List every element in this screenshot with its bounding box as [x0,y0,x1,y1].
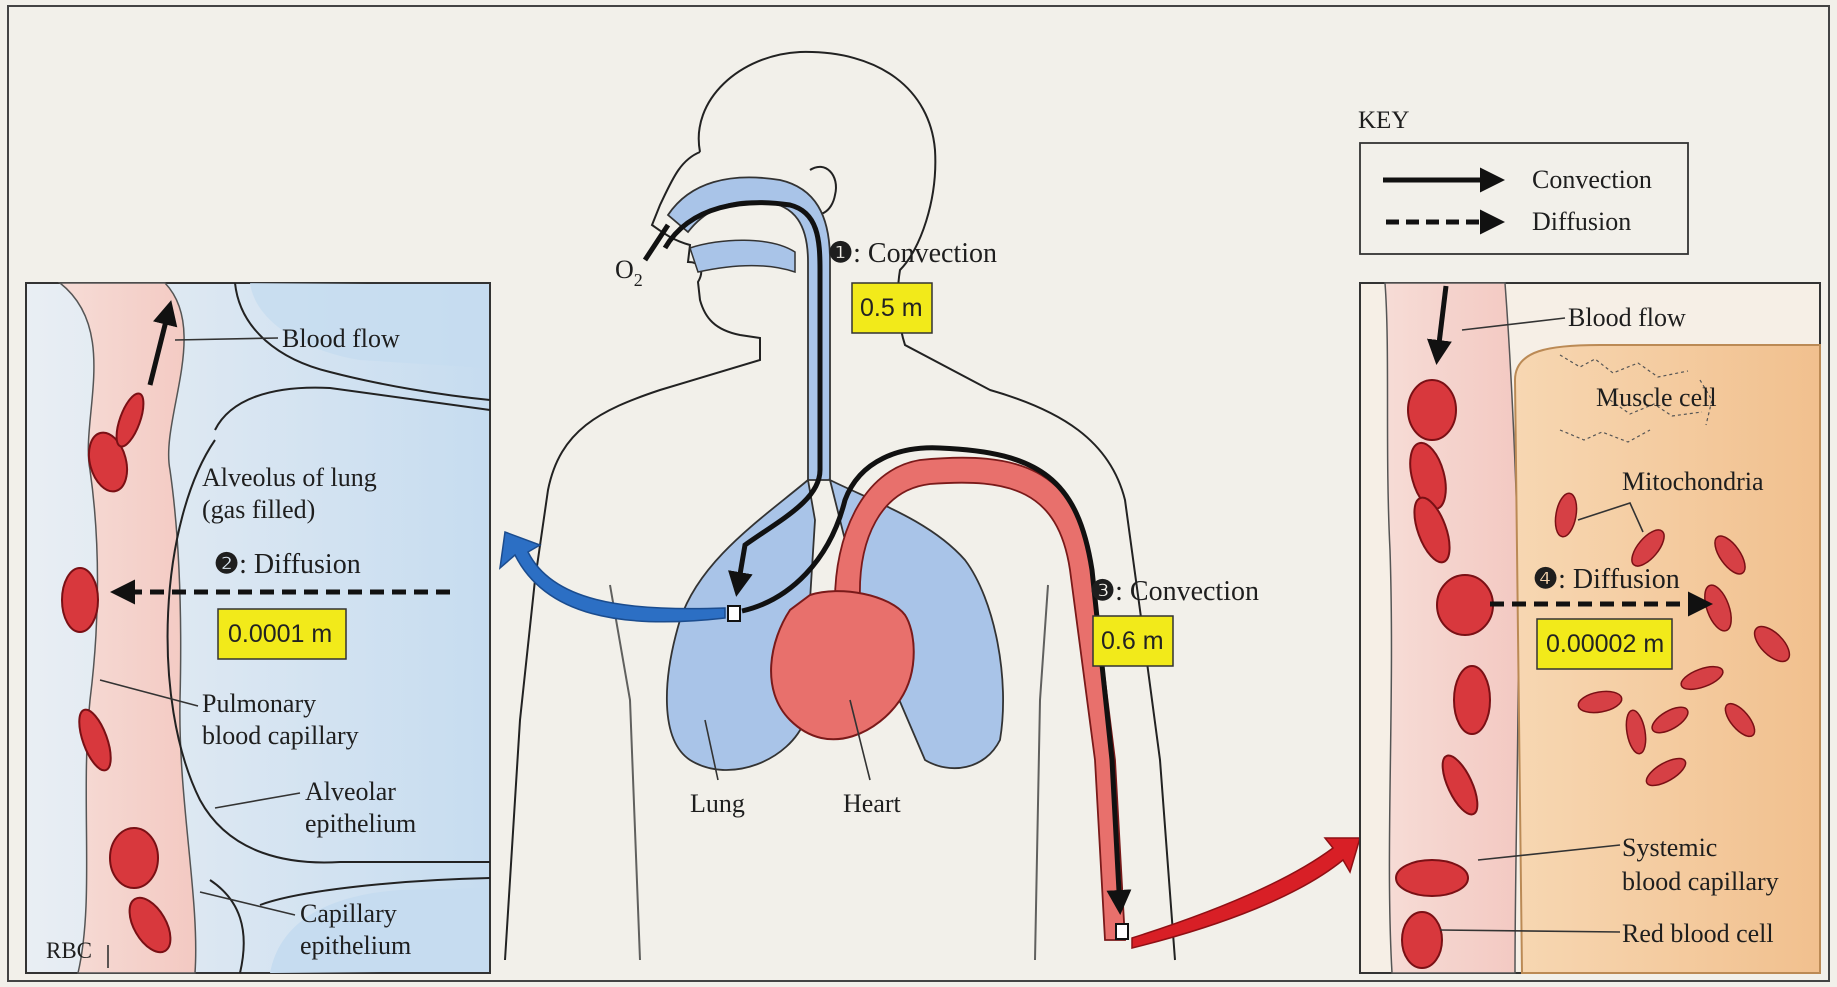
heart [771,591,914,739]
rbc-label: RBC [46,938,92,963]
step1-distance: 0.5 m [860,294,923,322]
right-blood-flow-label: Blood flow [1568,303,1686,332]
muscle-cell-label: Muscle cell [1596,383,1717,412]
step2-label: ❷: Diffusion [214,549,361,580]
step2-distance: 0.0001 m [228,620,332,648]
systemic-label-2: blood capillary [1622,867,1779,896]
step4-distance: 0.00002 m [1546,630,1664,658]
key-box [1360,143,1688,254]
key-diffusion-label: Diffusion [1532,207,1631,236]
alveolar-label-1: Alveolar [305,777,396,806]
left-inset-lung: Blood flow Alveolus of lung (gas filled)… [26,283,490,973]
systemic-label-1: Systemic [1622,833,1717,862]
alveolus-label-1: Alveolus of lung [202,463,377,492]
capillary-label-1: Capillary [300,899,397,928]
key-title: KEY [1358,107,1409,134]
mitochondria-label: Mitochondria [1622,467,1764,496]
rbc [1454,666,1490,734]
o2-inlet-line [645,225,668,260]
pulmonary-label-2: blood capillary [202,721,359,750]
rbc [1396,860,1468,896]
alveolus-label-2: (gas filled) [202,495,315,524]
o2-label: O2 [615,255,643,290]
rbc [110,828,158,888]
rbc [1402,912,1442,968]
red-blood-cell-label: Red blood cell [1622,919,1774,948]
lung-label: Lung [690,789,745,818]
tissue-sample-marker [1116,924,1128,939]
rbc [1408,380,1456,440]
key-legend: KEY Convection Diffusion [1358,107,1688,254]
step3-label: ❸: Convection [1090,576,1259,607]
step3-distance: 0.6 m [1101,627,1164,655]
rbc [62,568,98,632]
heart-label: Heart [843,789,902,818]
zoom-arrow-lung [500,532,725,622]
left-blood-flow-label: Blood flow [282,324,400,353]
key-convection-label: Convection [1532,165,1652,194]
alveolar-label-2: epithelium [305,809,416,838]
pulmonary-label-1: Pulmonary [202,689,316,718]
lung-sample-marker [728,606,740,621]
right-inset-muscle: Blood flow Muscle cell Mitochondria ❹: D… [1360,283,1820,973]
airway-trachea [668,177,830,480]
step1-label: ❶: Convection [828,238,997,269]
step4-label: ❹: Diffusion [1533,564,1680,595]
rbc [1437,575,1493,635]
capillary-label-2: epithelium [300,931,411,960]
